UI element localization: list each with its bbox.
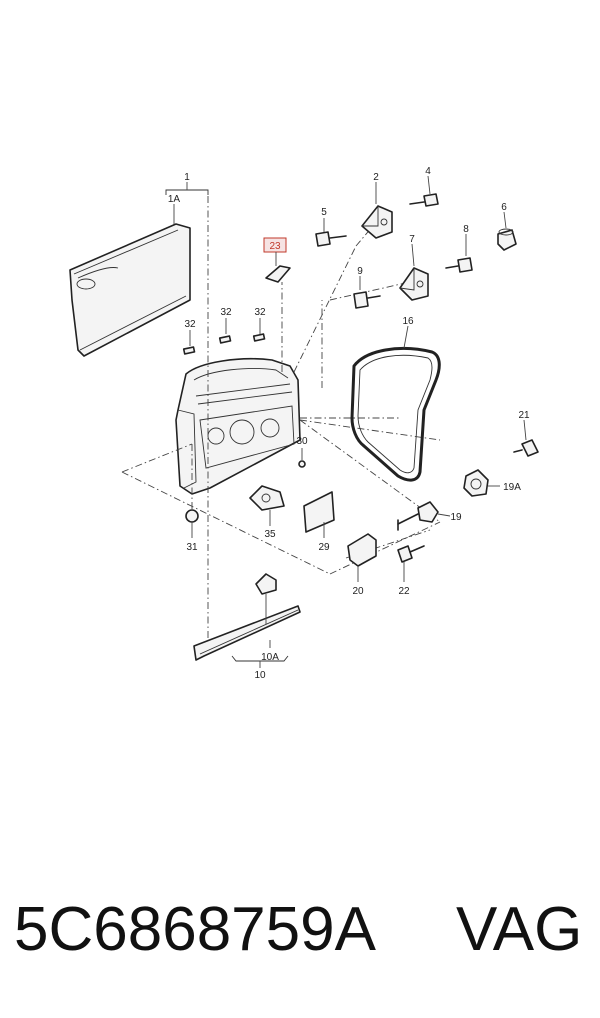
part-29-pad [303,491,335,538]
group-bracket-1 [165,182,209,226]
part-number-footer: 5C6868759A VAG [0,890,600,980]
part-16-door-seal [350,325,441,482]
door-inner-shell [175,357,301,495]
part-22-bolt [397,545,425,582]
part-7-hinge [399,243,429,301]
callout-4: 4 [425,166,431,177]
assembly-lines [121,196,441,640]
part-35-bracket [249,485,285,526]
callout-7: 7 [409,234,415,245]
part-10-trim-strip [193,573,301,668]
part-19a-fitting [463,469,500,497]
callout-8: 8 [463,224,469,235]
callout-9: 9 [357,266,363,277]
part-19-check-strap [397,501,451,531]
part-21-bolt [513,419,539,457]
part-32-clips [182,318,266,355]
exploded-parts-diagram: 1 1A 2 4 5 6 7 8 9 10 10A 16 19 19A 20 2… [69,166,539,681]
part-30-plug [298,448,306,468]
callout-19a: 19A [503,482,521,493]
part-2-hinge [361,182,393,239]
callout-10: 10 [254,670,266,681]
callout-21: 21 [518,410,530,421]
callout-5: 5 [321,207,327,218]
part-number: 5C6868759A [14,895,376,964]
callout-32-a: 32 [184,319,196,330]
callout-1: 1 [184,172,190,183]
part-23-clip [263,237,291,283]
callout-20: 20 [352,586,364,597]
part-31-plug [185,509,199,538]
callout-6: 6 [501,202,507,213]
part-8-bolt [445,234,473,273]
callout-35: 35 [264,529,276,540]
brand-name: VAG [456,895,583,964]
callout-2: 2 [373,172,379,183]
part-6-cap [497,211,517,251]
callout-10a: 10A [261,652,279,663]
callout-29: 29 [318,542,330,553]
callout-1a: 1A [168,194,181,205]
callout-31: 31 [186,542,198,553]
part-20-cover [347,533,377,582]
part-9-bolt [353,276,381,309]
part-5-bolt [315,218,347,247]
door-outer-panel [69,223,191,357]
callout-labels: 1 1A 2 4 5 6 7 8 9 10 10A 16 19 19A 20 2… [168,166,530,681]
callout-32-c: 32 [254,307,266,318]
callout-23: 23 [269,241,281,252]
callout-22: 22 [398,586,410,597]
callout-16: 16 [402,316,414,327]
part-4-bolt [409,175,439,207]
callout-32-b: 32 [220,307,232,318]
callout-19: 19 [450,512,462,523]
callout-30: 30 [296,436,308,447]
